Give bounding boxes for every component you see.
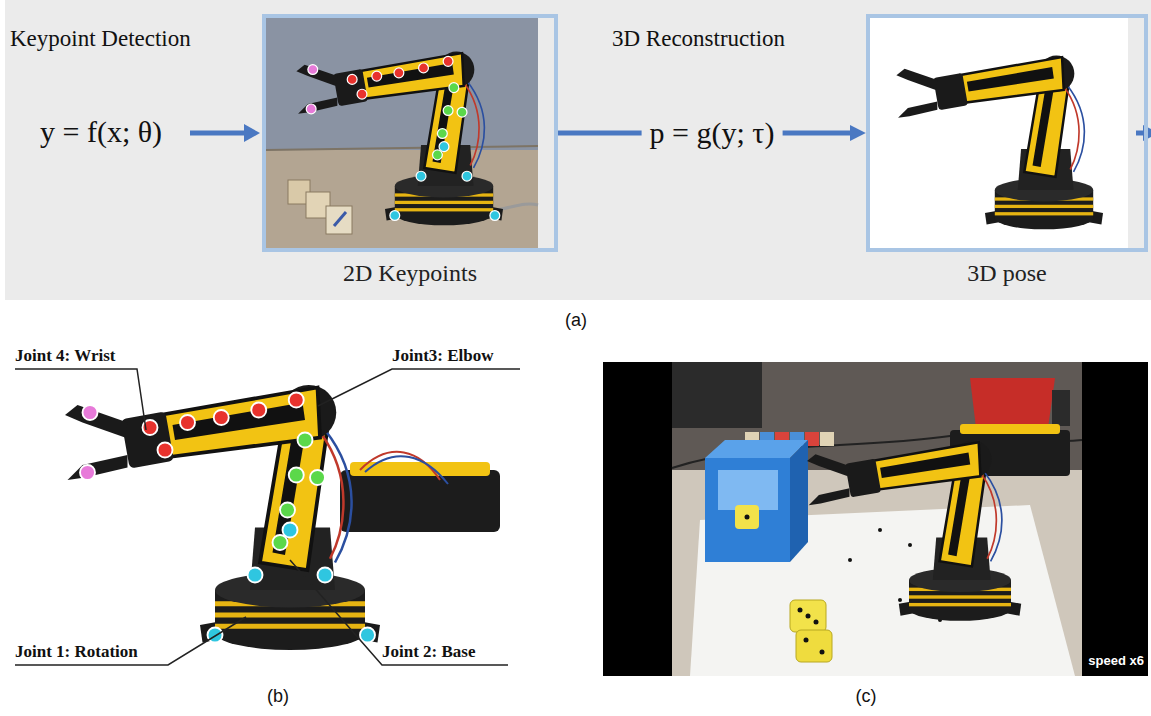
annotated-arm <box>65 385 500 650</box>
demo-photo <box>672 470 1082 676</box>
demo-photo <box>848 558 852 562</box>
demo-photo <box>820 432 834 446</box>
input-arrow <box>190 131 246 136</box>
joint-label: Joint3: Elbow <box>392 346 494 366</box>
formula-label: y = f(x; θ) <box>40 115 162 150</box>
panel-letter: (b) <box>267 686 289 707</box>
stage-title: 3D Reconstruction <box>612 26 785 52</box>
image-frame <box>866 14 1148 252</box>
panel-caption: 3D pose <box>866 260 1148 288</box>
panel-band <box>5 0 1151 300</box>
input-arrow <box>244 124 260 142</box>
demo-photo <box>745 515 750 520</box>
demo-photo <box>804 638 809 643</box>
leader-line <box>290 560 508 665</box>
demo-photo <box>705 440 808 458</box>
formula-label: p = g(y; τ) <box>642 116 783 151</box>
panel-caption: 2D Keypoints <box>262 260 558 288</box>
demo-photo <box>807 441 1021 621</box>
joint-label: Joint 4: Wrist <box>15 346 115 366</box>
demo-photo <box>603 362 1148 676</box>
keypoint-photo <box>334 212 346 226</box>
demo-photo <box>898 598 902 602</box>
leader-line <box>15 369 146 430</box>
joint-label: Joint 2: Base <box>382 642 476 662</box>
annotated-arm <box>350 462 490 476</box>
keypoint-photo <box>306 56 500 220</box>
demo-photo <box>718 470 778 510</box>
panel-letter: (a) <box>565 310 587 331</box>
demo-photo <box>820 650 825 655</box>
keypoint-photo <box>326 206 352 234</box>
demo-photo <box>798 608 825 655</box>
annotated-arm <box>365 456 448 484</box>
demo-photo <box>1052 390 1070 426</box>
demo-photo <box>960 424 1060 434</box>
annotated-arm <box>340 470 500 532</box>
output-arrow <box>1136 125 1151 141</box>
pose-render <box>870 18 1128 248</box>
panel-letter: (c) <box>856 686 877 707</box>
demo-photo <box>908 543 912 547</box>
pose-render <box>896 56 1103 230</box>
joint-label: Joint 1: Rotation <box>15 642 138 662</box>
demo-photo <box>790 440 808 562</box>
pose-render <box>870 18 1128 248</box>
annotated-arm <box>80 393 375 643</box>
keypoint-photo <box>266 18 538 248</box>
leader-line <box>15 369 520 665</box>
demo-photo <box>970 378 1055 428</box>
demo-photo <box>672 362 762 428</box>
demo-photo <box>705 458 790 562</box>
leader-line <box>15 617 246 665</box>
demo-photo <box>603 362 1148 676</box>
keypoint-photo <box>296 52 503 226</box>
demo-photo <box>790 600 826 632</box>
demo-photo <box>814 620 819 625</box>
keypoint-photo <box>266 18 538 248</box>
stage-title: Keypoint Detection <box>10 26 191 52</box>
demo-photo <box>798 608 803 613</box>
image-panel-box: 2D Keypoints <box>262 14 558 288</box>
demo-photo <box>735 505 759 529</box>
keypoint-photo <box>266 146 538 150</box>
demo-photo <box>796 630 832 662</box>
image-panel-box: 3D pose <box>866 14 1148 288</box>
demo-photo <box>878 528 882 532</box>
leader-line <box>318 369 520 406</box>
demo-photo <box>1082 362 1148 676</box>
image-frame <box>262 14 558 252</box>
annotated-arm <box>65 385 380 650</box>
demo-photo <box>806 614 811 619</box>
speed-note: speed x6 <box>1088 654 1144 669</box>
input-arrow <box>190 124 260 142</box>
